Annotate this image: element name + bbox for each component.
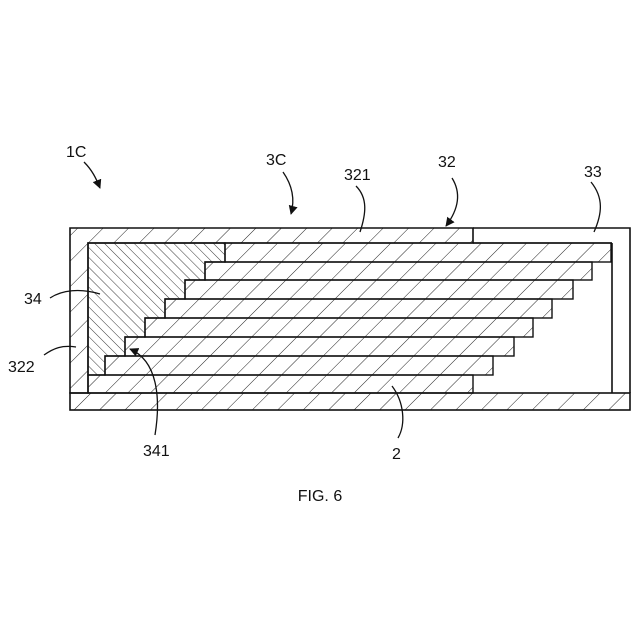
leader-3c (283, 172, 293, 214)
leader-32 (446, 178, 458, 226)
label-filler-edge: 341 (143, 443, 170, 460)
stack-layer (205, 262, 592, 280)
label-stack: 2 (392, 446, 401, 463)
label-device: 1C (66, 144, 86, 161)
stack-layer (105, 356, 493, 375)
stack-layer (88, 375, 473, 393)
label-film: 32 (438, 154, 456, 171)
leader-1c (84, 162, 100, 188)
stack-layer (185, 280, 573, 299)
stack-layer (165, 299, 552, 318)
cover-bottom (70, 393, 630, 410)
leader-321 (356, 186, 365, 232)
label-filler: 34 (24, 291, 42, 308)
label-film-top: 321 (344, 167, 371, 184)
figure-caption: FIG. 6 (298, 488, 343, 505)
stack-layer (125, 337, 514, 356)
label-frame: 33 (584, 164, 602, 181)
stack-layer (225, 243, 611, 262)
stack-layer (145, 318, 533, 337)
label-film-side: 322 (8, 359, 35, 376)
leader-33 (591, 182, 600, 232)
label-cover: 3C (266, 152, 286, 169)
